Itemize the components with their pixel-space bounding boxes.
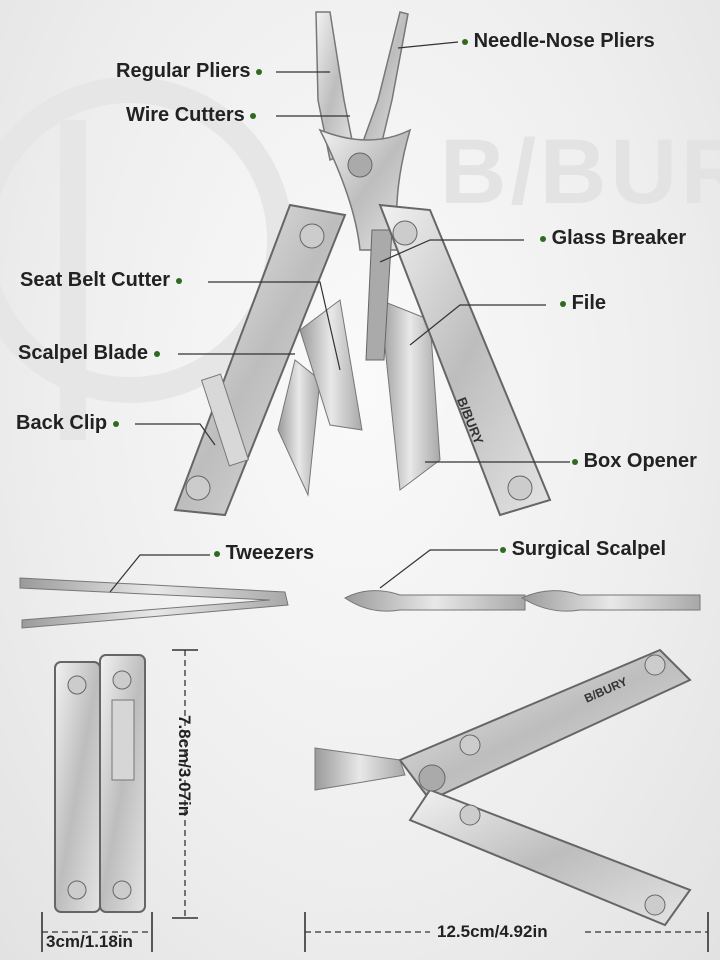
label-dot-icon [462,38,468,45]
scalpel-blade-tool [277,359,321,497]
leader-lines [109,41,570,593]
label-dot-icon [153,350,160,357]
label-wire-cutters: Wire Cutters [126,104,257,127]
label-tweezers: Tweezers [214,542,314,565]
open-multitool [314,648,692,927]
label-back-clip: Back Clip [16,412,119,435]
label-dot-icon [540,235,546,242]
tweezers-tool [19,577,289,629]
label-dot-icon [112,420,119,427]
dimension-width: 3cm/1.18in [46,932,133,951]
surgical-scalpel-1 [344,590,526,612]
label-scalpel-blade: Scalpel Blade [18,342,160,365]
label-surgical-scalpel: Surgical Scalpel [500,538,666,561]
surgical-scalpel-2 [520,590,701,612]
label-dot-icon [250,112,257,119]
folded-multitool [54,654,146,913]
label-needle-nose-pliers: Needle-Nose Pliers [462,30,655,53]
dimension-lines [42,650,708,933]
label-dot-icon [572,458,578,465]
label-dot-icon [256,68,263,75]
right-handle [378,203,552,517]
file-tool [379,299,441,491]
glass-breaker-tool [365,229,393,361]
label-dot-icon [500,546,506,553]
label-dot-icon [560,300,566,307]
brand-watermark: B/BUR [440,121,720,223]
label-glass-breaker: Glass Breaker [540,227,686,250]
label-file: File [560,292,606,315]
label-box-opener: Box Opener [572,450,697,473]
label-seat-belt-cutter: Seat Belt Cutter [20,269,182,292]
label-regular-pliers: Regular Pliers [116,60,263,83]
label-dot-icon [175,277,182,284]
dimension-length: 12.5cm/4.92in [437,922,548,941]
dimension-height: 7.8cm/3.07in [175,715,194,817]
dimension-ticks [41,649,709,952]
label-dot-icon [214,550,220,557]
